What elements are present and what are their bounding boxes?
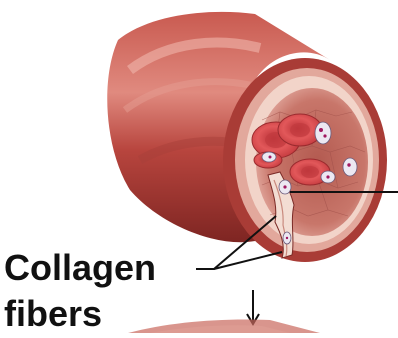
platelet: [315, 122, 331, 144]
fibers-label: fibers: [4, 296, 102, 332]
platelet: [321, 171, 335, 183]
platelet: [279, 180, 291, 194]
platelet: [262, 152, 276, 162]
platelet: [283, 232, 291, 244]
platelet: [343, 158, 357, 176]
collagen-label: Collagen: [4, 250, 156, 286]
